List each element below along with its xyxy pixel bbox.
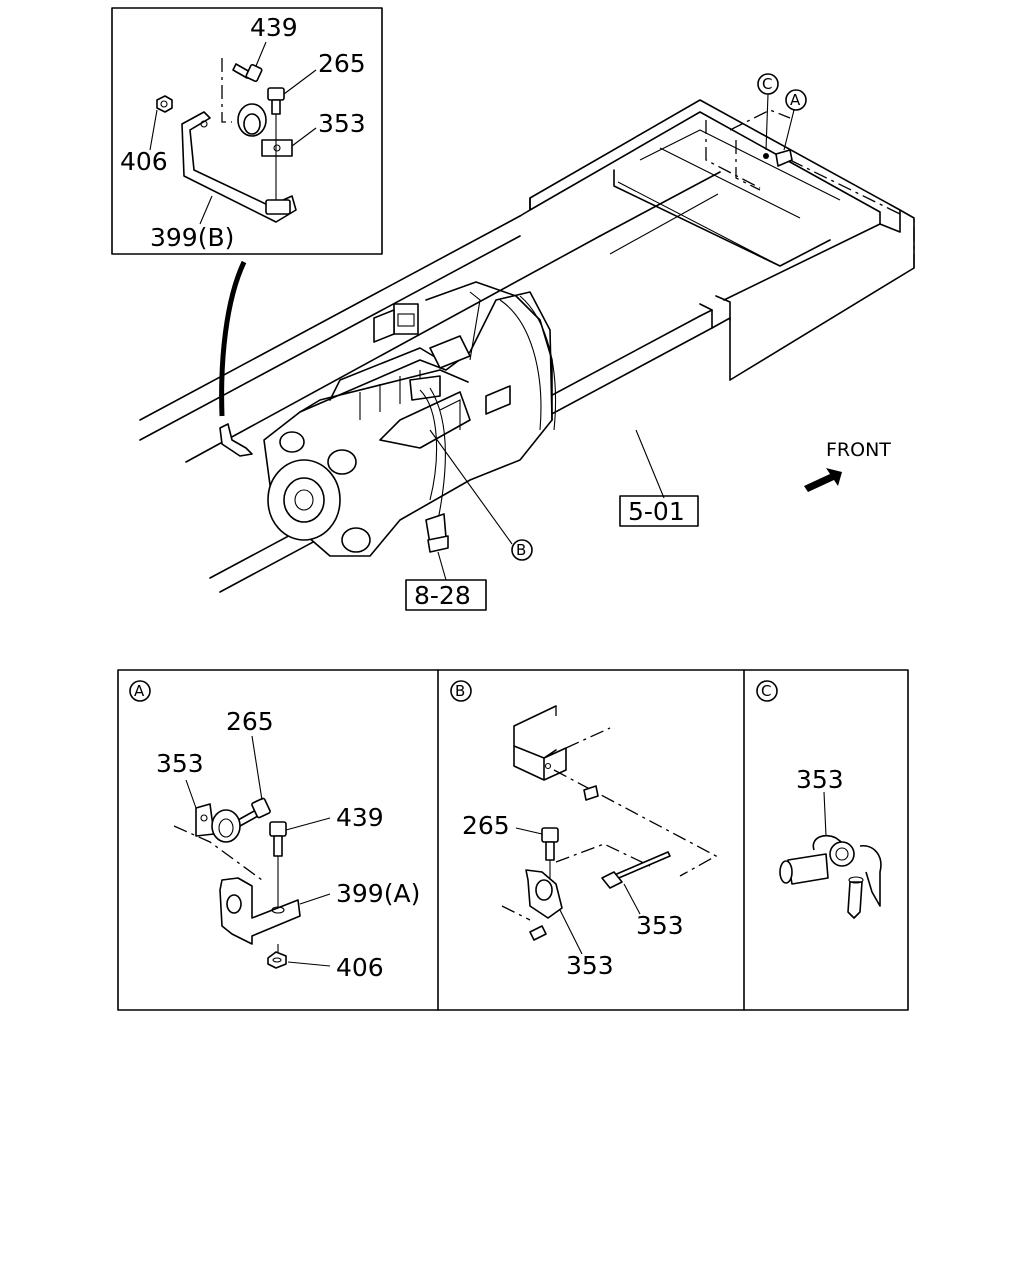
inset-label-399b: 399(B)	[150, 223, 234, 252]
bolt-439-icon	[232, 63, 263, 83]
ref-c-marker: C	[762, 75, 772, 93]
detail-b-cable-tie-353-icon	[601, 851, 671, 889]
inset-label-406: 406	[120, 147, 168, 176]
detail-b-label-265: 265	[462, 811, 510, 840]
detail-c-clip-353-icon	[779, 834, 882, 919]
clip-353-icon	[237, 103, 293, 157]
detail-c-tag: C	[761, 682, 771, 700]
detail-a-bracket-399a-icon	[219, 877, 301, 945]
ref-501-box	[619, 495, 699, 527]
detail-a-label-406: 406	[336, 953, 384, 982]
ref-828-label: 8-28	[414, 581, 471, 610]
detail-b-tag: B	[455, 682, 465, 700]
ref-markers-top-right: C A	[757, 73, 807, 167]
front-arrow-icon	[804, 468, 842, 492]
detail-b-frame-corner-icon	[513, 705, 567, 781]
ref-828-box	[405, 579, 487, 611]
detail-c-label-353: 353	[796, 765, 844, 794]
inset-pointer-arrow	[219, 260, 247, 417]
inset-label-353: 353	[318, 109, 366, 138]
detail-a-bolt-439-icon	[269, 821, 287, 857]
inset-leader-dash	[221, 58, 232, 123]
ref-501-label: 5-01	[628, 497, 685, 526]
detail-b-label-353-top: 353	[636, 911, 684, 940]
detail-b-label-353-bottom: 353	[566, 951, 614, 980]
clip-location-b-icon	[219, 423, 253, 457]
ref-a-marker: A	[790, 91, 801, 109]
inset-panel: 439 265 353 406 399(B)	[111, 7, 383, 255]
transmission-assembly	[263, 281, 557, 557]
ref-b-marker: B	[516, 541, 526, 559]
detail-a-nut-406-icon	[267, 951, 287, 969]
detail-a-label-265: 265	[226, 707, 274, 736]
detail-a: A	[129, 680, 420, 982]
detail-a-label-439: 439	[336, 803, 384, 832]
detail-a-tag: A	[134, 682, 145, 700]
detail-b-clip-353-icon	[525, 869, 563, 941]
inset-border	[111, 7, 383, 255]
front-label: FRONT	[826, 439, 891, 461]
detail-b-bolt-265-icon	[541, 827, 559, 861]
inset-label-265: 265	[318, 49, 366, 78]
detail-a-bolt-265-icon	[237, 797, 271, 827]
detail-b: B 265 353 353	[450, 680, 718, 980]
chassis-frame	[139, 99, 915, 593]
detail-a-label-399a: 399(A)	[336, 879, 420, 908]
nut-406-icon	[156, 95, 173, 113]
detail-panels-border	[117, 669, 909, 1011]
bolt-265-icon	[267, 87, 285, 115]
detail-c: C 353	[756, 680, 882, 919]
inset-label-439: 439	[250, 13, 298, 42]
main-view: C A B 5-01 8-28 FRONT	[139, 73, 915, 611]
detail-a-label-353: 353	[156, 749, 204, 778]
detail-a-clip-353-icon	[195, 803, 241, 843]
